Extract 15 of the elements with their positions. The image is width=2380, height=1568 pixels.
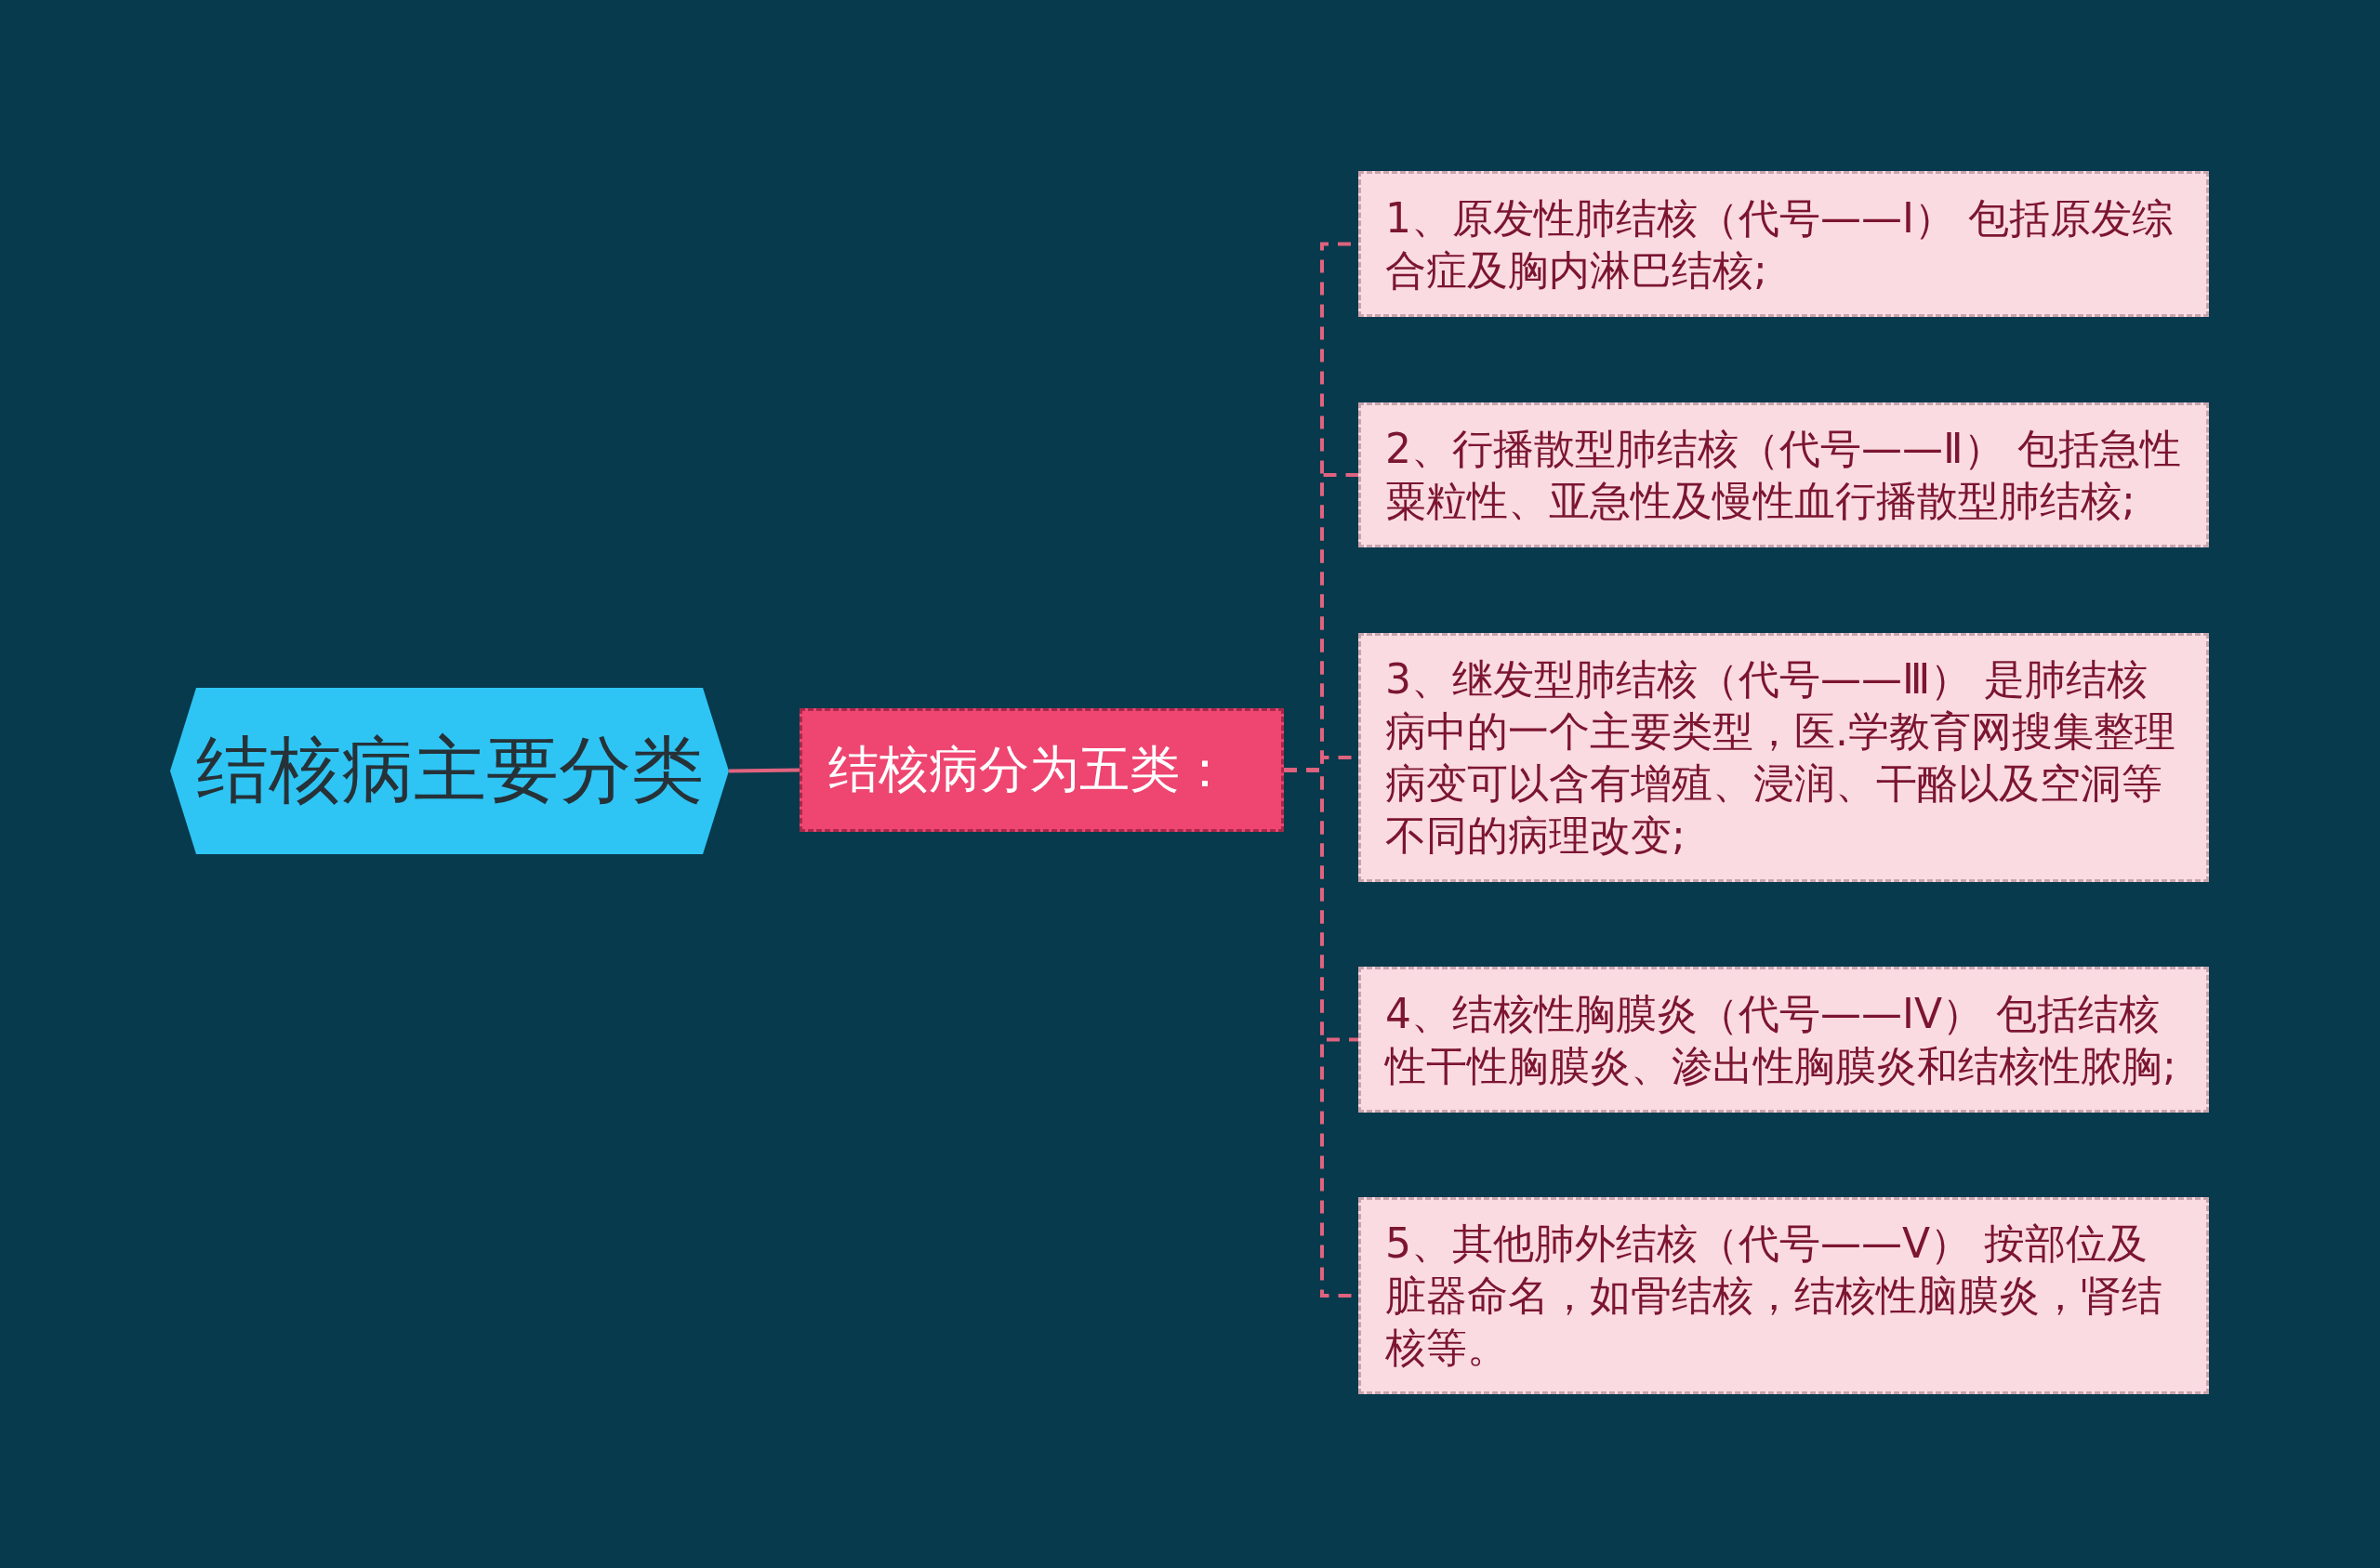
topic-hexagon (170, 688, 729, 854)
connector-line (728, 768, 800, 773)
category-box (1358, 633, 2209, 882)
category-box (1358, 967, 2209, 1113)
topic-text: 结核病主要分类 (195, 727, 704, 813)
category-box (1358, 171, 2209, 317)
category-text: 2、行播散型肺结核（代号——Ⅱ） 包括急性粟粒性、亚急性及慢性血行播散型肺结核; (1385, 424, 2182, 526)
category-box (1358, 1197, 2209, 1394)
category-text: 3、继发型肺结核（代号——Ⅲ） 是肺结核病中的一个主要类型，医.学教育网搜集整理病变可以含有增殖、浸润、干酪以及空洞等不同的病理改变; (1385, 654, 2176, 861)
subtopic-box (800, 708, 1284, 832)
category-box (1358, 402, 2209, 547)
category-text: 1、原发性肺结核（代号——Ⅰ） 包括原发综合症及胸内淋巴结核; (1385, 192, 2174, 296)
category-text: 5、其他肺外结核（代号——Ⅴ） 按部位及脏器命名，如骨结核，结核性脑膜炎，肾结核等。 (1385, 1219, 2163, 1373)
category-text: 4、结核性胸膜炎（代号——IV） 包括结核性干性胸膜炎、渗出性胸膜炎和结核性脓胸; (1385, 988, 2177, 1091)
subtopic-text: 结核病分为五类： (828, 739, 1230, 800)
